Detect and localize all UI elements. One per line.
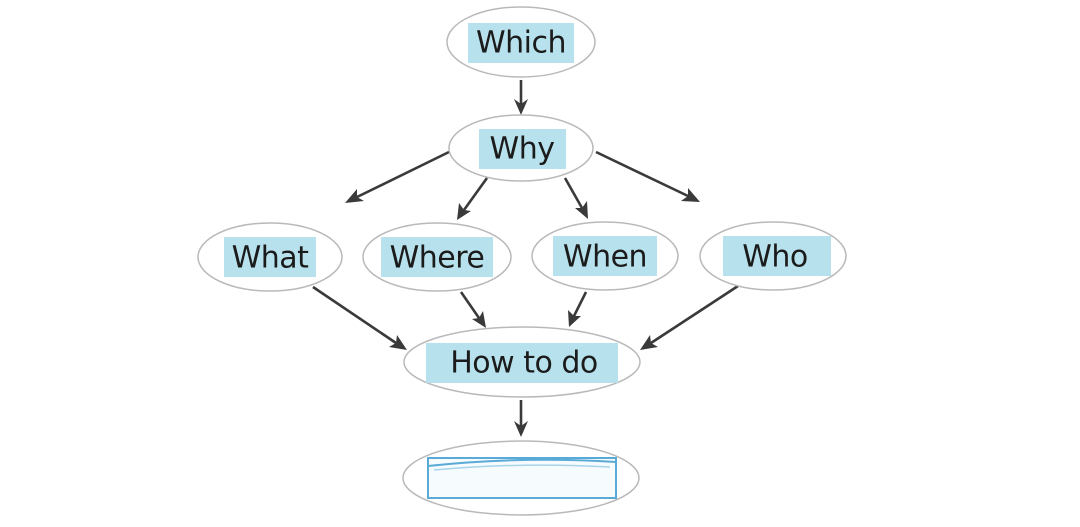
arrow-howtodo-to-result [514, 400, 528, 437]
arrow-where-to-howtodo [459, 291, 486, 328]
node-why-highlight [479, 129, 566, 169]
node-which-highlight [468, 23, 574, 63]
node-why-label: Why [490, 132, 555, 167]
node-how-to-do-highlight [426, 343, 618, 383]
arrow-why-to-when [563, 177, 588, 219]
node-who-highlight [723, 236, 831, 276]
arrow-who-to-howtodo [640, 284, 739, 350]
node-what-label: What [232, 241, 310, 276]
node-where: Where [362, 222, 512, 292]
arrow-why-to-where [457, 177, 489, 220]
node-which: Which [446, 6, 596, 78]
result-box-curve-inner [433, 464, 611, 471]
node-who: Who [699, 221, 847, 291]
arrow-when-to-howtodo [568, 291, 588, 327]
node-when-label: When [563, 240, 647, 275]
node-where-label: Where [390, 241, 485, 276]
node-how-to-do: How to do [403, 326, 641, 398]
arrow-why-to-what [345, 150, 450, 203]
node-what-highlight [224, 237, 316, 277]
arrow-which-to-why [514, 80, 528, 115]
node-what: What [197, 222, 343, 292]
arrow-what-to-howtodo [312, 285, 407, 350]
node-result [402, 440, 640, 516]
node-when: When [531, 221, 679, 291]
result-box-curve [427, 458, 617, 467]
node-where-highlight [381, 237, 493, 277]
arrows [312, 80, 739, 437]
arrow-why-to-who [595, 150, 700, 202]
node-which-label: Which [476, 26, 566, 61]
node-when-highlight [553, 236, 657, 276]
node-who-label: Who [742, 240, 808, 275]
node-why: Why [448, 114, 594, 182]
node-how-to-do-label: How to do [450, 346, 598, 381]
